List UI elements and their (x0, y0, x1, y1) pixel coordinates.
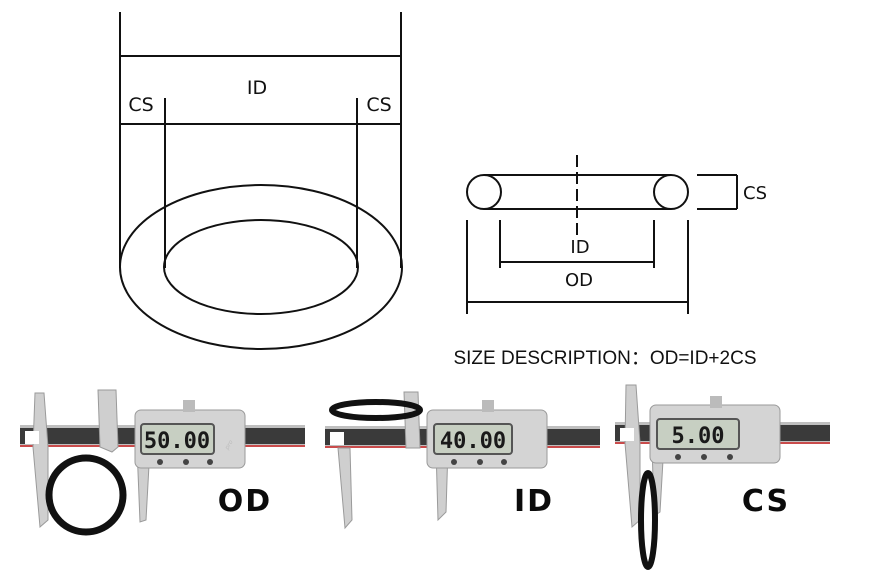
side-od-label: OD (565, 270, 593, 291)
caliper-cs-caption: CS (742, 484, 790, 519)
top-id-label: ID (247, 77, 267, 99)
side-cs-label: CS (743, 183, 767, 204)
cross-section-right (653, 174, 689, 210)
caliper-od-reading: 50.00 (144, 429, 210, 454)
top-cs-right-label: CS (366, 94, 391, 116)
oring-cs-sample (638, 470, 658, 570)
cross-section-left (466, 174, 502, 210)
size-description: SIZE DESCRIPTION：OD=ID+2CS (453, 348, 756, 369)
caliper-id-reading: 40.00 (440, 429, 506, 454)
caliper-od-caption: OD (218, 484, 272, 519)
caliper-id: 40.00 (325, 391, 600, 530)
oring-od-sample (45, 454, 127, 536)
svg-text:pro: pro (223, 439, 235, 452)
caliper-cs: 5.00 (615, 384, 830, 570)
oring-id-sample (329, 399, 423, 421)
caliper-id-caption: ID (514, 484, 554, 519)
oring-cross-section-diagram (466, 155, 738, 314)
side-id-label: ID (570, 237, 589, 258)
oring-perspective-diagram (119, 12, 403, 350)
caliper-cs-reading: 5.00 (672, 424, 725, 449)
oring-outer-edge (119, 184, 403, 350)
oring-inner-edge (163, 219, 359, 315)
caliper-od: 50.00 pro (20, 389, 305, 536)
top-cs-left-label: CS (128, 94, 153, 116)
